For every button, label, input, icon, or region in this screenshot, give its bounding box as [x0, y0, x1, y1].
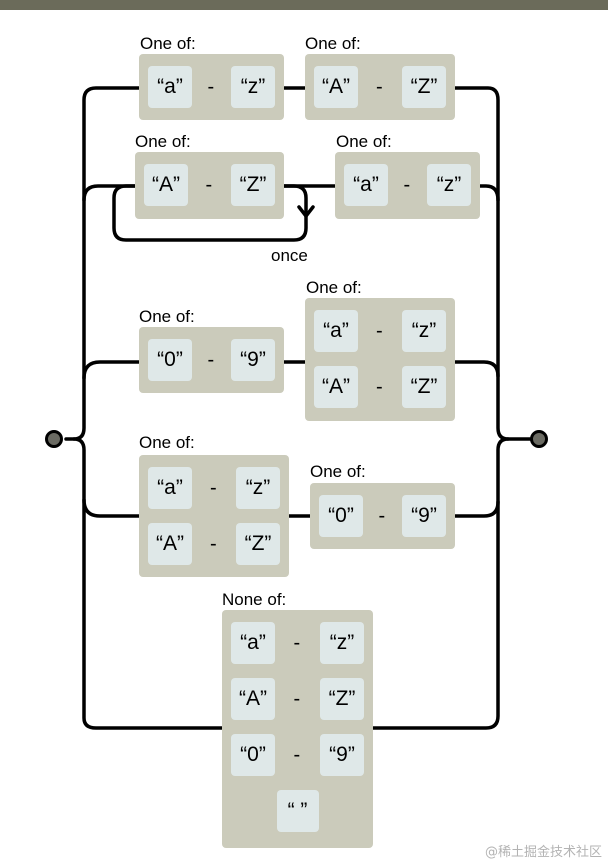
range-end-literal: “9” — [231, 339, 275, 381]
range-end-literal: “z” — [402, 310, 446, 352]
character-set-group: “A”-“Z” — [135, 152, 284, 219]
right-branch-3-line — [453, 360, 500, 378]
range-end-literal: “z” — [320, 622, 364, 664]
group-label: One of: — [305, 34, 361, 53]
left-branch-4-line — [82, 498, 141, 518]
range-end-literal: “9” — [402, 495, 446, 537]
group-label: One of: — [140, 34, 196, 53]
right-trunk-line — [453, 86, 532, 441]
left-branch-2-line — [82, 184, 137, 202]
repeat-loop-line — [112, 184, 308, 242]
space-literal: “ ” — [276, 790, 319, 832]
left-trunk-lower-line — [72, 437, 224, 730]
watermark: @稀土掘金技术社区 — [484, 845, 602, 860]
group-label: One of: — [135, 132, 191, 151]
range-end-literal: “Z” — [320, 678, 364, 720]
character-set-group: “0”-“9” — [139, 327, 284, 393]
right-trunk-lower-line — [371, 437, 510, 730]
range-separator: - — [376, 76, 383, 98]
range-start-literal: “a” — [344, 164, 388, 206]
loop-arrow-icon — [297, 205, 315, 218]
range-start-literal: “a” — [148, 66, 192, 108]
start-node-icon — [45, 430, 63, 448]
range-separator: - — [207, 76, 215, 98]
right-branch-4-line — [453, 500, 500, 518]
range-start-literal: “A” — [231, 678, 275, 720]
character-set-group: “A”-“Z” — [305, 54, 455, 120]
character-set-group: “a”-“z”“A”-“Z” — [305, 298, 455, 421]
range-separator: - — [205, 174, 213, 196]
range-start-literal: “0” — [231, 734, 275, 776]
range-end-literal: “z” — [236, 467, 280, 509]
range-separator: - — [210, 533, 217, 555]
range-end-literal: “z” — [231, 66, 275, 108]
end-node-icon — [530, 430, 548, 448]
range-end-literal: “z” — [427, 164, 471, 206]
character-set-group: “a”-“z” — [335, 152, 480, 219]
character-set-group: “a”-“z”“A”-“Z” — [139, 455, 289, 577]
left-branch-3-line — [82, 360, 141, 380]
range-separator: - — [376, 376, 383, 398]
group-label: One of: — [336, 132, 392, 151]
right-branch-2-line — [478, 184, 500, 202]
range-start-literal: “A” — [314, 366, 358, 408]
range-start-literal: “A” — [148, 523, 192, 565]
range-separator: - — [293, 744, 301, 766]
range-separator: - — [293, 632, 301, 654]
range-separator: - — [293, 688, 301, 710]
range-end-literal: “Z” — [231, 164, 275, 206]
group-label: One of: — [139, 433, 195, 452]
range-separator: - — [378, 505, 386, 527]
range-separator: - — [403, 174, 411, 196]
group-label: One of: — [310, 462, 366, 481]
group-label: One of: — [306, 278, 362, 297]
top-bar — [0, 0, 608, 10]
group-label: One of: — [139, 307, 195, 326]
left-trunk-line — [64, 86, 142, 441]
range-end-literal: “Z” — [402, 66, 446, 108]
range-separator: - — [207, 349, 215, 371]
range-start-literal: “a” — [148, 467, 192, 509]
range-separator: - — [210, 477, 217, 499]
range-end-literal: “Z” — [402, 366, 446, 408]
range-start-literal: “0” — [148, 339, 192, 381]
range-start-literal: “a” — [314, 310, 358, 352]
range-start-literal: “a” — [231, 622, 275, 664]
group-label: None of: — [222, 590, 287, 609]
character-set-group: “a”-“z”“A”-“Z”“0”-“9”“ ” — [222, 610, 373, 848]
range-separator: - — [376, 320, 383, 342]
range-end-literal: “9” — [320, 734, 364, 776]
character-set-group: “0”-“9” — [310, 483, 455, 549]
loop-label: once — [271, 246, 308, 265]
range-start-literal: “A” — [144, 164, 188, 206]
range-start-literal: “0” — [319, 495, 363, 537]
range-end-literal: “Z” — [236, 523, 280, 565]
range-start-literal: “A” — [314, 66, 358, 108]
character-set-group: “a”-“z” — [139, 54, 284, 120]
